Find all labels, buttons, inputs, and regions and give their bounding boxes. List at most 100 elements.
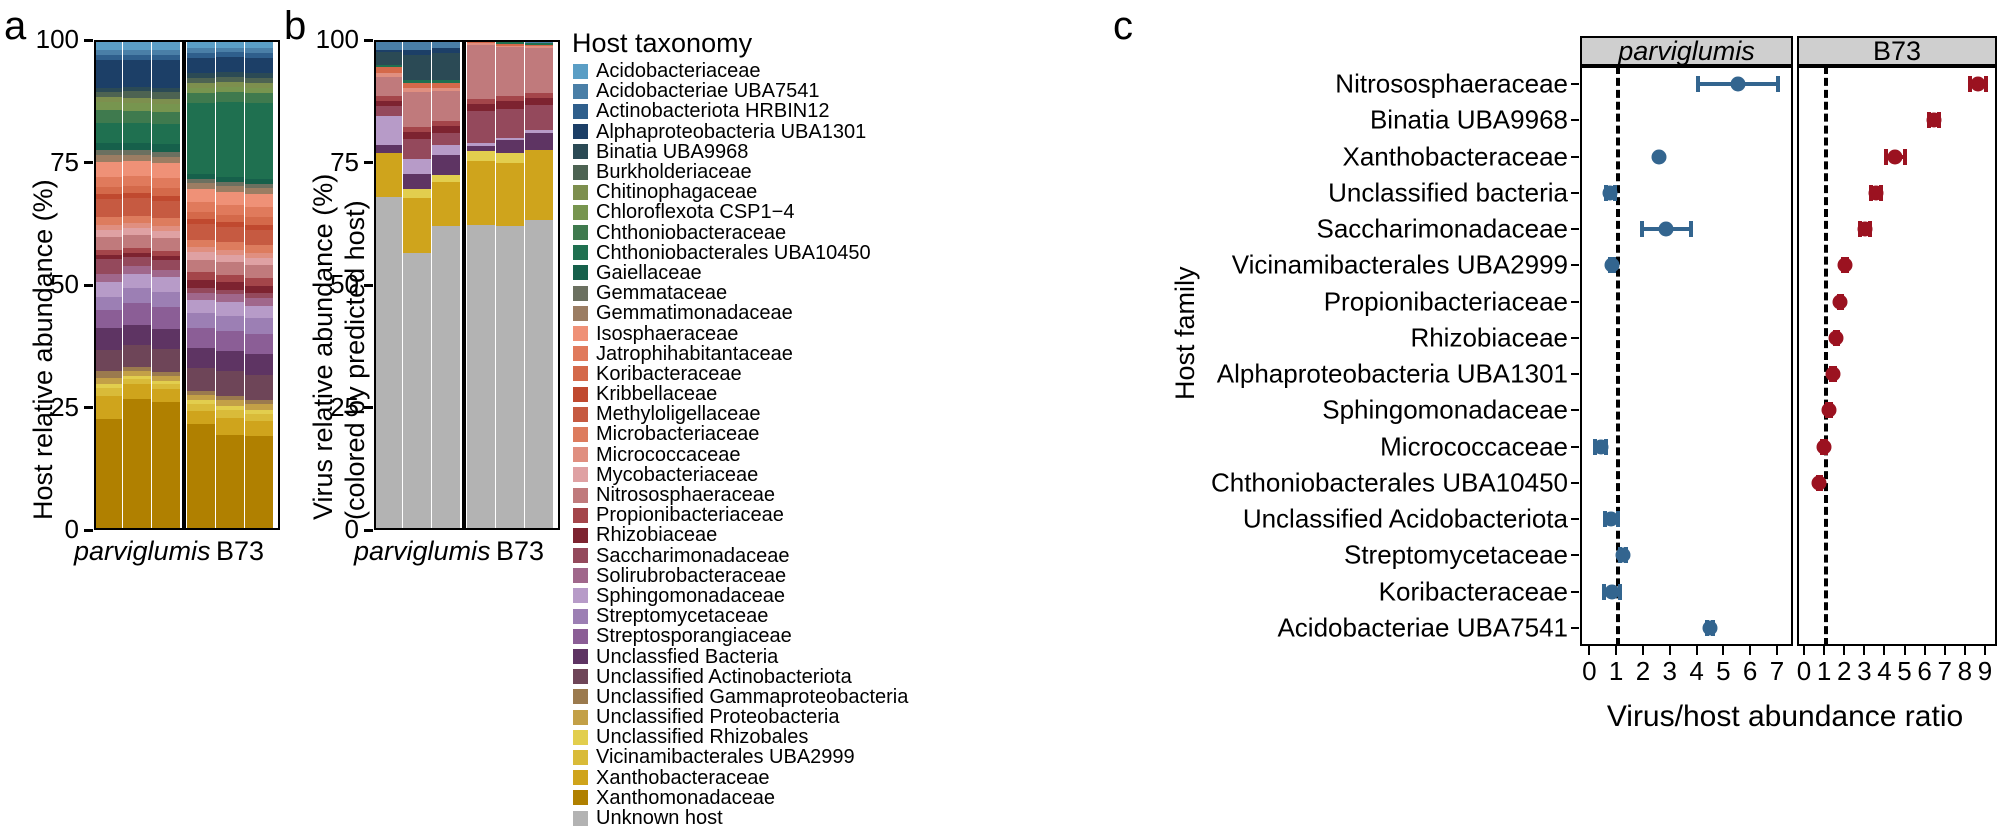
stacked-bar-segment[interactable] <box>123 222 151 228</box>
stacked-bar-segment[interactable] <box>245 224 273 230</box>
data-point[interactable] <box>1702 620 1718 636</box>
stacked-bar-segment[interactable] <box>152 123 180 145</box>
stacked-bar-segment[interactable] <box>216 81 244 88</box>
stacked-bar-segment[interactable] <box>152 276 180 292</box>
stacked-bar-segment[interactable] <box>152 200 180 219</box>
stacked-bar-segment[interactable] <box>152 49 180 56</box>
stacked-bar-segment[interactable] <box>245 317 273 334</box>
stacked-bar-segment[interactable] <box>216 76 244 83</box>
stacked-bar-column[interactable] <box>403 40 431 530</box>
stacked-bar-segment[interactable] <box>216 226 244 243</box>
stacked-bar-column[interactable] <box>94 40 122 530</box>
stacked-bar-segment[interactable] <box>216 241 244 250</box>
data-point[interactable] <box>1730 76 1746 92</box>
stacked-bar-segment[interactable] <box>123 375 151 380</box>
stacked-bar-segment[interactable] <box>245 435 273 530</box>
stacked-bar-segment[interactable] <box>94 40 122 51</box>
stacked-bar-segment[interactable] <box>94 281 122 298</box>
stacked-bar-segment[interactable] <box>94 91 122 98</box>
stacked-bar-segment[interactable] <box>525 104 553 130</box>
stacked-bar-segment[interactable] <box>432 181 460 227</box>
stacked-bar-segment[interactable] <box>467 150 495 161</box>
stacked-bar-segment[interactable] <box>216 40 244 48</box>
stacked-bar-segment[interactable] <box>432 225 460 530</box>
stacked-bar-segment[interactable] <box>216 46 244 53</box>
stacked-bar-segment[interactable] <box>187 223 215 240</box>
legend-item[interactable]: Streptosporangiaceae <box>572 626 908 646</box>
data-point[interactable] <box>1970 76 1986 92</box>
legend-item[interactable]: Chthoniobacteraceae <box>572 223 908 243</box>
stacked-bar-segment[interactable] <box>94 59 122 89</box>
legend-item[interactable]: Xanthobacteraceae <box>572 768 908 788</box>
stacked-bar-segment[interactable] <box>94 101 122 110</box>
stacked-bar-segment[interactable] <box>432 144 460 156</box>
legend-item[interactable]: Gaiellaceae <box>572 263 908 283</box>
data-point[interactable] <box>1926 112 1942 128</box>
stacked-bar-segment[interactable] <box>94 369 122 379</box>
stacked-bar-segment[interactable] <box>187 178 215 183</box>
stacked-bar-segment[interactable] <box>245 178 273 185</box>
stacked-bar-segment[interactable] <box>496 40 524 43</box>
stacked-bar-segment[interactable] <box>216 417 244 436</box>
stacked-bar-segment[interactable] <box>467 142 495 146</box>
stacked-bar-segment[interactable] <box>525 46 553 93</box>
stacked-bar-segment[interactable] <box>187 87 215 94</box>
stacked-bar-segment[interactable] <box>123 97 151 104</box>
stacked-bar-segment[interactable] <box>245 77 273 84</box>
stacked-bar-segment[interactable] <box>187 347 215 369</box>
data-point[interactable] <box>1602 185 1618 201</box>
data-point[interactable] <box>1857 221 1873 237</box>
legend-item[interactable]: Saccharimonadaceae <box>572 546 908 566</box>
stacked-bar-column[interactable] <box>187 40 215 530</box>
stacked-bar-segment[interactable] <box>187 312 215 328</box>
stacked-bar-segment[interactable] <box>403 40 431 51</box>
stacked-bar-segment[interactable] <box>94 229 122 238</box>
stacked-bar-segment[interactable] <box>123 192 151 199</box>
stacked-bar-column[interactable] <box>432 40 460 530</box>
data-point[interactable] <box>1832 294 1848 310</box>
stacked-bar-segment[interactable] <box>245 82 273 89</box>
legend-item[interactable]: Gemmataceae <box>572 283 908 303</box>
stacked-bar-segment[interactable] <box>187 246 215 253</box>
stacked-bar-segment[interactable] <box>187 211 215 220</box>
stacked-bar-segment[interactable] <box>525 91 553 98</box>
stacked-bar-segment[interactable] <box>496 41 524 45</box>
stacked-bar-segment[interactable] <box>152 87 180 92</box>
stacked-bar-segment[interactable] <box>432 174 460 183</box>
stacked-bar-segment[interactable] <box>152 143 180 152</box>
stacked-bar-segment[interactable] <box>467 103 495 112</box>
stacked-bar-segment[interactable] <box>94 109 122 123</box>
stacked-bar-segment[interactable] <box>123 227 151 236</box>
stacked-bar-segment[interactable] <box>245 252 273 258</box>
data-point[interactable] <box>1658 221 1674 237</box>
stacked-bar-segment[interactable] <box>187 77 215 83</box>
stacked-bar-segment[interactable] <box>432 79 460 83</box>
stacked-bar-segment[interactable] <box>187 52 215 58</box>
stacked-bar-segment[interactable] <box>245 399 273 405</box>
stacked-bar-segment[interactable] <box>403 158 431 174</box>
stacked-bar-segment[interactable] <box>94 176 122 187</box>
stacked-bar-segment[interactable] <box>216 221 244 228</box>
stacked-bar-segment[interactable] <box>123 324 151 345</box>
legend-item[interactable]: Chthoniobacterales UBA10450 <box>572 243 908 263</box>
legend-item[interactable]: Rhizobiaceae <box>572 525 908 545</box>
legend-item[interactable]: Micrococcaceae <box>572 445 908 465</box>
stacked-bar-segment[interactable] <box>216 176 244 183</box>
stacked-bar-segment[interactable] <box>216 405 244 411</box>
stacked-bar-segment[interactable] <box>123 49 151 55</box>
legend-item[interactable]: Vicinamibacterales UBA2999 <box>572 747 908 767</box>
stacked-bar-segment[interactable] <box>123 265 151 274</box>
stacked-bar-segment[interactable] <box>403 49 431 56</box>
stacked-bar-segment[interactable] <box>245 305 273 319</box>
data-point[interactable] <box>1604 584 1620 600</box>
stacked-bar-segment[interactable] <box>245 403 273 410</box>
stacked-bar-segment[interactable] <box>187 188 215 202</box>
stacked-bar-segment[interactable] <box>94 309 122 328</box>
stacked-bar-segment[interactable] <box>187 394 215 400</box>
stacked-bar-segment[interactable] <box>245 187 273 195</box>
stacked-bar-segment[interactable] <box>403 79 431 84</box>
legend-item[interactable]: Streptomycetaceae <box>572 606 908 626</box>
stacked-bar-segment[interactable] <box>216 248 244 255</box>
stacked-bar-segment[interactable] <box>245 292 273 299</box>
stacked-bar-column[interactable] <box>216 40 244 530</box>
